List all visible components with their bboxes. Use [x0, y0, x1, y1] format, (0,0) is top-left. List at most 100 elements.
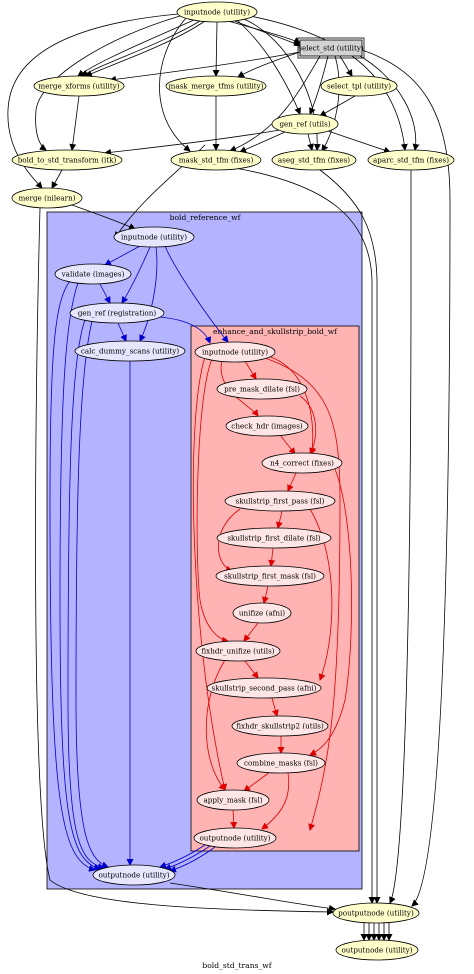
node-label-skullstrip-first-mask: skullstrip_first_mask (fsl)	[224, 572, 316, 581]
node-pre-mask-dilate[interactable]: pre_mask_dilate (fsl)	[216, 378, 308, 400]
edge-aparc-std-tfm-poutputnode	[389, 170, 412, 904]
node-label-ref-gen-ref: gen_ref (registration)	[78, 309, 157, 318]
node-label-skullstrip-first-dilate: skullstrip_first_dilate (fsl)	[227, 534, 321, 543]
edge-ref-outputnode-poutputnode	[169, 882, 336, 912]
node-aseg-std-tfm[interactable]: aseg_std_tfm (fixes)	[271, 149, 357, 171]
edge-enh-inputnode-pre-mask-dilate	[244, 360, 257, 380]
node-check-hdr[interactable]: check_hdr (images)	[225, 415, 309, 437]
node-label-check-hdr: check_hdr (images)	[231, 422, 303, 431]
node-label-skullstrip-second-pass: skullstrip_second_pass (afni)	[212, 684, 317, 693]
edge-gen-ref-mask-std-tfm	[239, 131, 286, 153]
node-combine-masks[interactable]: combine_masks (fsl)	[236, 752, 326, 774]
edge-enh-inputnode-apply-mask	[192, 356, 228, 791]
edge-enh-inputnode-n4-correct	[267, 355, 317, 455]
node-label-select-tpl: select_tpl (utility)	[327, 82, 391, 91]
node-inputnode[interactable]: inputnode (utility)	[176, 1, 258, 23]
node-skullstrip-second-pass[interactable]: skullstrip_second_pass (afni)	[206, 677, 322, 699]
node-label-enh-outputnode: outputnode (utility)	[199, 834, 270, 843]
edge-gen-ref-aparc-std-tfm	[327, 130, 391, 154]
edge-n4-combine-masks	[309, 468, 352, 756]
edge-gen-ref-enh-inputnode	[159, 316, 212, 344]
edges	[7, 13, 451, 941]
node-label-outputnode: outputnode (utility)	[341, 946, 412, 955]
edge-select-std-aseg-std-tfm	[321, 55, 340, 152]
edge-first-pass-second-pass	[309, 508, 333, 681]
edge-validate-outputnode	[49, 280, 96, 872]
node-merge-xforms[interactable]: merge_xforms (utility)	[33, 75, 125, 97]
node-mask-std-tfm[interactable]: mask_std_tfm (fixes)	[170, 149, 262, 171]
node-ref-outputnode[interactable]: outputnode (utility)	[92, 864, 176, 886]
edge-inputnode-bold-to-std	[35, 15, 181, 151]
edge-merge-xforms-bold-to-std	[69, 95, 80, 151]
edge-merge-poutputnode	[35, 207, 334, 916]
node-bold-to-std-transform[interactable]: bold_to_std_transform (itk)	[11, 149, 123, 171]
node-unifize[interactable]: unifize (afni)	[232, 602, 292, 624]
node-enh-inputnode[interactable]: inputnode (utility)	[194, 341, 276, 363]
edge-inputnode-merge-xforms	[77, 18, 197, 77]
edge-select-std-poutputnode	[361, 49, 451, 907]
edge-second-pass-fixhdr-skullstrip2	[271, 697, 279, 717]
node-apply-mask[interactable]: apply_mask (fsl)	[196, 789, 270, 811]
edge-validate-outputnode	[59, 282, 101, 871]
node-ref-gen-ref[interactable]: gen_ref (registration)	[69, 302, 165, 324]
node-n4-correct[interactable]: n4_correct (fixes)	[261, 452, 343, 474]
node-calc-dummy-scans[interactable]: calc_dummy_scans (utility)	[74, 340, 186, 362]
node-outputnode[interactable]: outputnode (utility)	[335, 939, 419, 961]
node-select-std[interactable]: select_std (utility)	[297, 37, 365, 59]
node-label-enh-inputnode: inputnode (utility)	[202, 348, 268, 357]
node-fixhdr-unifize[interactable]: fixhdr_unifize (utils)	[195, 640, 281, 662]
node-label-merge: merge (nilearn)	[18, 194, 75, 203]
node-mask-merge-tfms[interactable]: mask_merge_tfms (utility)	[165, 75, 267, 97]
edge-enh-outputnode-outputnode	[159, 844, 206, 869]
node-label-aseg-std-tfm: aseg_std_tfm (fixes)	[278, 156, 350, 165]
node-label-unifize: unifize (afni)	[239, 609, 285, 618]
edge-select-std-merge-xforms	[109, 51, 301, 83]
edge-gen-ref-calc-dummy	[117, 322, 127, 342]
node-label-merge-xforms: merge_xforms (utility)	[38, 82, 119, 91]
node-poutputnode[interactable]: poutputnode (utility)	[332, 902, 420, 924]
node-label-fixhdr-skullstrip2: fixhdr_skullstrip2 (utils)	[236, 722, 324, 731]
edge-first-pass-first-dilate	[275, 510, 283, 529]
node-label-mask-std-tfm: mask_std_tfm (fixes)	[179, 156, 254, 165]
node-label-poutputnode: poutputnode (utility)	[338, 909, 414, 918]
node-ref-inputnode[interactable]: inputnode (utility)	[113, 226, 195, 248]
node-enh-outputnode[interactable]: outputnode (utility)	[193, 827, 277, 849]
edge-enh-inputnode-fixhdr-unifize	[196, 358, 229, 644]
edge-inputnode-merge-xforms	[81, 20, 201, 77]
node-label-validate: validate (images)	[61, 270, 125, 279]
node-label-mask-merge-tfms: mask_merge_tfms (utility)	[169, 82, 264, 91]
nodes: inputnode (utility) select_std (utility) m…	[11, 1, 455, 961]
edge-aseg-std-tfm-poutputnode	[319, 169, 381, 904]
node-label-fixhdr-unifize: fixhdr_unifize (utils)	[201, 647, 274, 656]
node-merge[interactable]: merge (nilearn)	[11, 187, 83, 209]
node-gen-ref[interactable]: gen_ref (utils)	[271, 113, 339, 135]
edge-merge-ref-inputnode	[71, 204, 136, 230]
cluster-label-bold-reference-wf: bold_reference_wf	[170, 213, 242, 222]
node-aparc-std-tfm[interactable]: aparc_std_tfm (fixes)	[367, 149, 455, 171]
node-skullstrip-first-dilate[interactable]: skullstrip_first_dilate (fsl)	[216, 527, 332, 549]
edge-inputnode-mask-merge-tfms	[212, 21, 220, 77]
edge-gen-ref-outputnode	[67, 319, 105, 870]
node-label-apply-mask: apply_mask (fsl)	[203, 796, 262, 805]
node-label-calc-dummy-scans: calc_dummy_scans (utility)	[81, 347, 180, 356]
node-label-ref-inputnode: inputnode (utility)	[121, 233, 187, 242]
node-validate[interactable]: validate (images)	[54, 263, 132, 285]
node-fixhdr-skullstrip2[interactable]: fixhdr_skullstrip2 (utils)	[231, 715, 329, 737]
edge-ref-inputnode-enh-inputnode	[164, 245, 229, 343]
node-label-pre-mask-dilate: pre_mask_dilate (fsl)	[224, 385, 300, 394]
edge-unifize-fixhdr-unifize	[243, 622, 259, 642]
node-label-aparc-std-tfm: aparc_std_tfm (fixes)	[373, 156, 449, 165]
edge-first-dilate-first-mask	[268, 547, 276, 567]
node-select-tpl[interactable]: select_tpl (utility)	[320, 75, 398, 97]
edge-bold-to-std-merge	[51, 169, 63, 189]
edge-gen-ref-outputnode	[75, 320, 109, 869]
edge-select-std-aparc-std-tfm	[359, 55, 420, 151]
node-skullstrip-first-pass[interactable]: skullstrip_first_pass (fsl)	[224, 490, 336, 512]
edge-pre-mask-dilate-n4	[299, 395, 317, 455]
edge-ref-inputnode-calc-dummy	[139, 246, 158, 342]
edge-select-std-mask-merge-tfms	[237, 51, 301, 78]
cluster-label-enhance-and-skullstrip-bold-wf: enhance_and_skullstrip_bold_wf	[213, 327, 338, 336]
node-skullstrip-first-mask[interactable]: skullstrip_first_mask (fsl)	[215, 565, 325, 587]
edge-check-hdr-n4	[279, 434, 296, 455]
